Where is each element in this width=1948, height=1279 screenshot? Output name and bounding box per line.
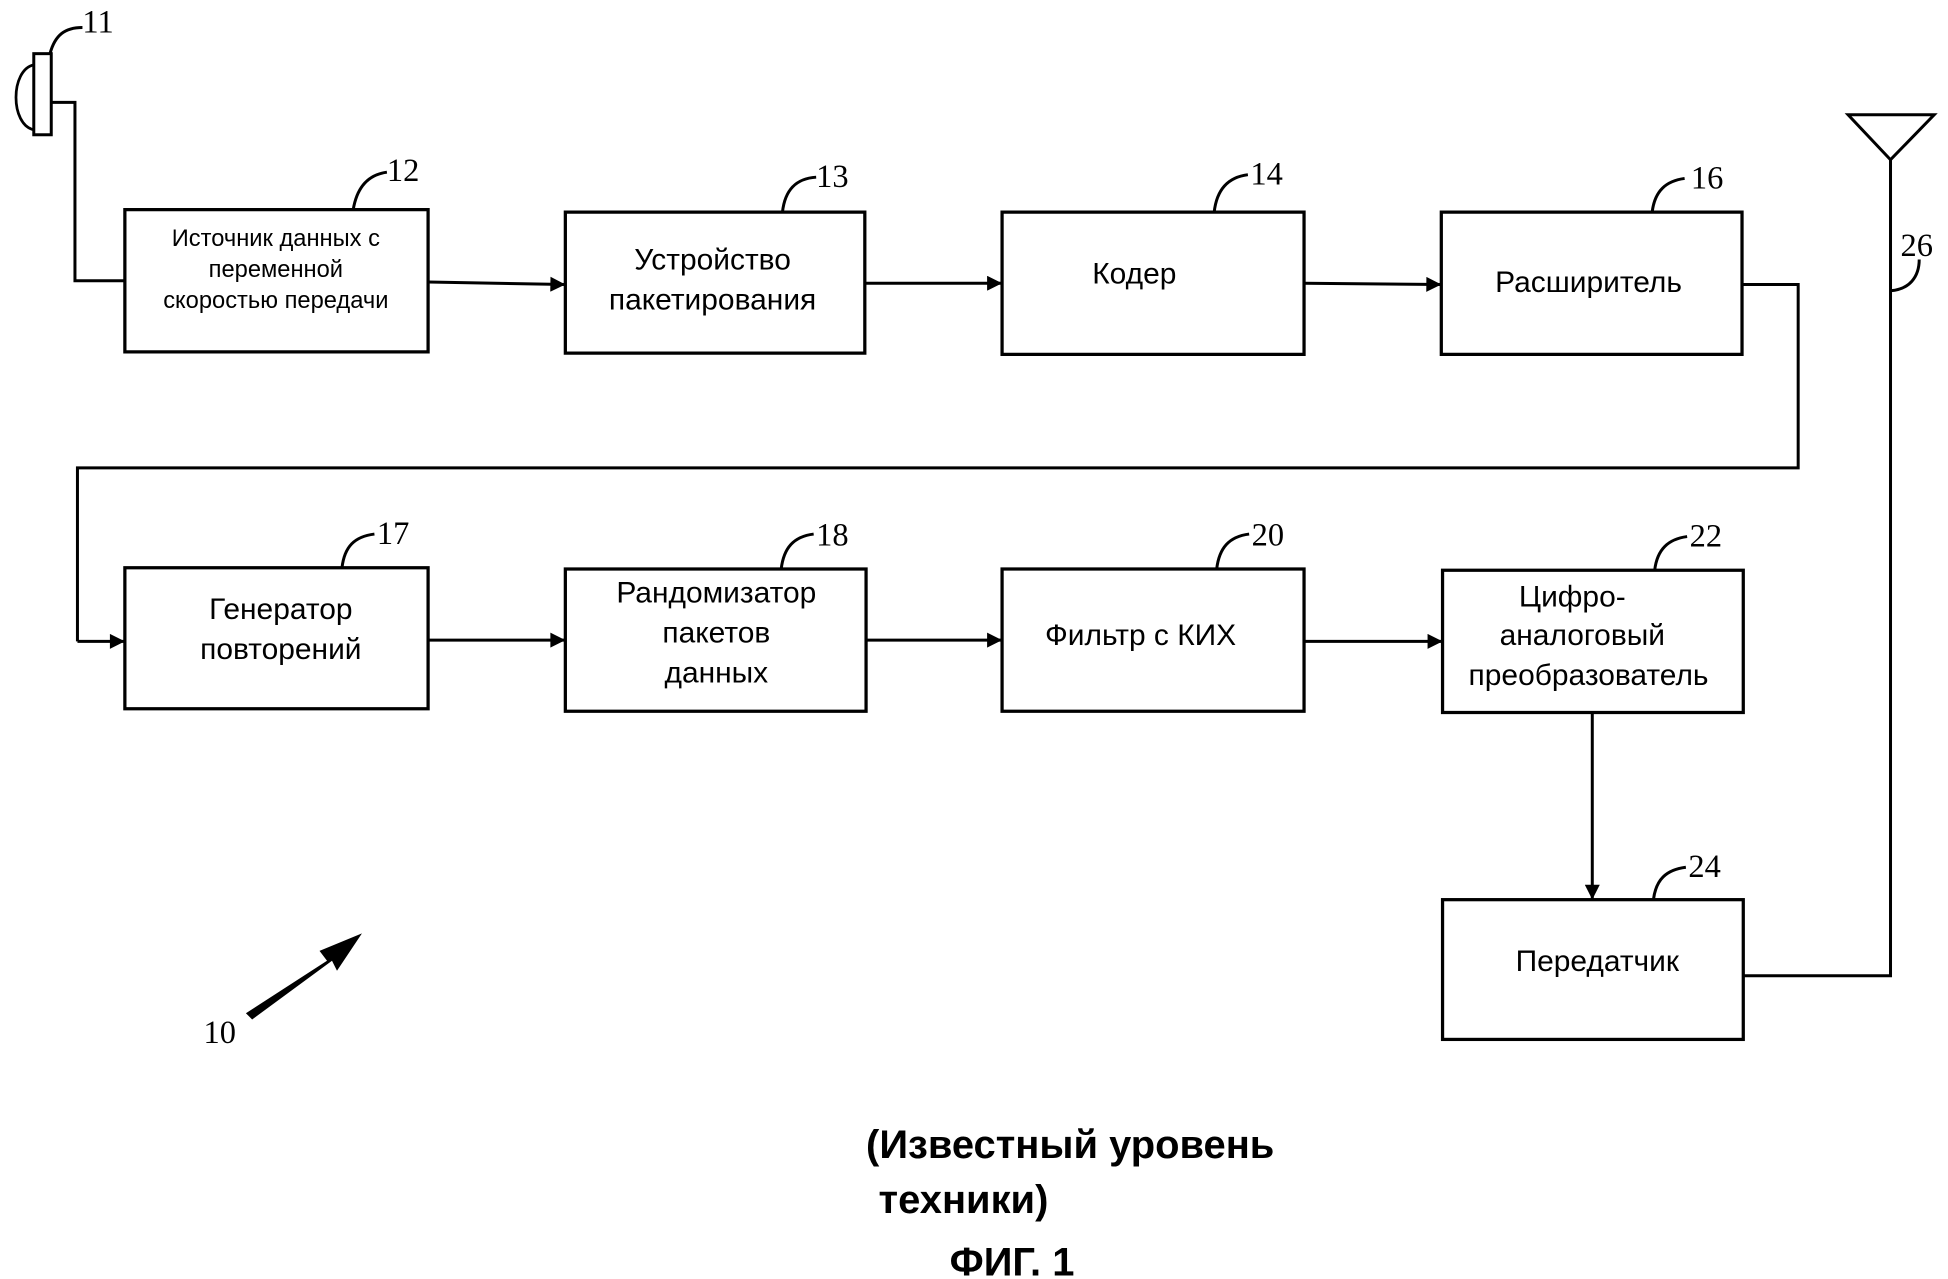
block-source-line2: переменной — [209, 257, 343, 283]
ref-label-20: 20 — [1252, 517, 1284, 553]
ref-label-26: 26 — [1900, 228, 1932, 264]
ref-label-17: 17 — [377, 516, 409, 552]
leader-20 — [1215, 532, 1250, 570]
figure-label: ФИГ. 1 — [950, 1240, 1075, 1279]
block-dac-line1: Цифро- — [1519, 580, 1626, 613]
block-transmitter — [1440, 898, 1745, 1042]
ref-label-12: 12 — [387, 153, 419, 189]
block-transmitter-line1: Передатчик — [1516, 945, 1680, 978]
block-source-line1: Источник данных с — [172, 226, 380, 252]
caption-prior-art-line1: (Известный уровень — [866, 1123, 1274, 1167]
ref-label-11: 11 — [82, 4, 113, 40]
leader-24 — [1651, 865, 1687, 900]
leader-11 — [48, 25, 83, 55]
block-randomizer — [563, 567, 868, 713]
wire-mic-to-source — [51, 100, 125, 283]
block-packetizer-line2: пакетирования — [609, 283, 816, 316]
block-packetizer-line1: Устройство — [634, 244, 791, 277]
block-fir-filter-line1: Фильтр с КИХ — [1045, 619, 1236, 652]
arrow-source-to-packetizer — [428, 276, 566, 292]
arrow-encoder-to-spreader — [1304, 276, 1442, 292]
leader-16 — [1650, 176, 1685, 213]
block-source — [123, 208, 430, 354]
block-source-line3: скоростью передачи — [163, 288, 388, 314]
ref-label-14: 14 — [1250, 157, 1282, 193]
leader-17 — [340, 532, 375, 568]
ref-label-24: 24 — [1688, 849, 1720, 885]
wire-transmitter-to-antenna — [1743, 159, 1893, 978]
block-randomizer-line1: Рандомизатор — [616, 577, 816, 610]
ref-label-13: 13 — [816, 159, 848, 195]
block-encoder — [1000, 210, 1306, 356]
antenna-icon — [1844, 113, 1938, 162]
block-dac-line3: преобразователь — [1469, 659, 1709, 692]
block-repeater — [123, 566, 430, 711]
leader-14 — [1212, 173, 1249, 213]
block-dac-line2: аналоговый — [1500, 619, 1665, 652]
block-packetizer — [563, 210, 867, 355]
ref-label-10: 10 — [203, 1015, 235, 1051]
ref-label-16: 16 — [1691, 160, 1723, 196]
leader-13 — [780, 175, 817, 213]
block-spreader-line1: Расширитель — [1495, 266, 1682, 299]
ref-label-18: 18 — [816, 517, 848, 553]
caption-prior-art-line2: техники) — [879, 1178, 1049, 1222]
block-repeater-line2: повторений — [200, 633, 361, 666]
block-randomizer-line3: данных — [664, 657, 768, 690]
microphone-icon — [14, 52, 53, 137]
block-randomizer-line2: пакетов — [662, 617, 770, 650]
block-dac — [1440, 568, 1745, 715]
block-fir-filter — [1000, 567, 1306, 713]
leader-22 — [1653, 535, 1688, 571]
leader-26 — [1890, 259, 1921, 293]
leader-12 — [351, 170, 388, 210]
leader-18 — [779, 532, 814, 570]
system-reference-arrow-icon — [245, 933, 362, 1020]
block-repeater-line1: Генератор — [209, 593, 352, 626]
block-encoder-line1: Кодер — [1092, 257, 1176, 290]
ref-label-22: 22 — [1690, 519, 1722, 555]
wire-spreader-to-repeater — [75, 283, 1800, 642]
